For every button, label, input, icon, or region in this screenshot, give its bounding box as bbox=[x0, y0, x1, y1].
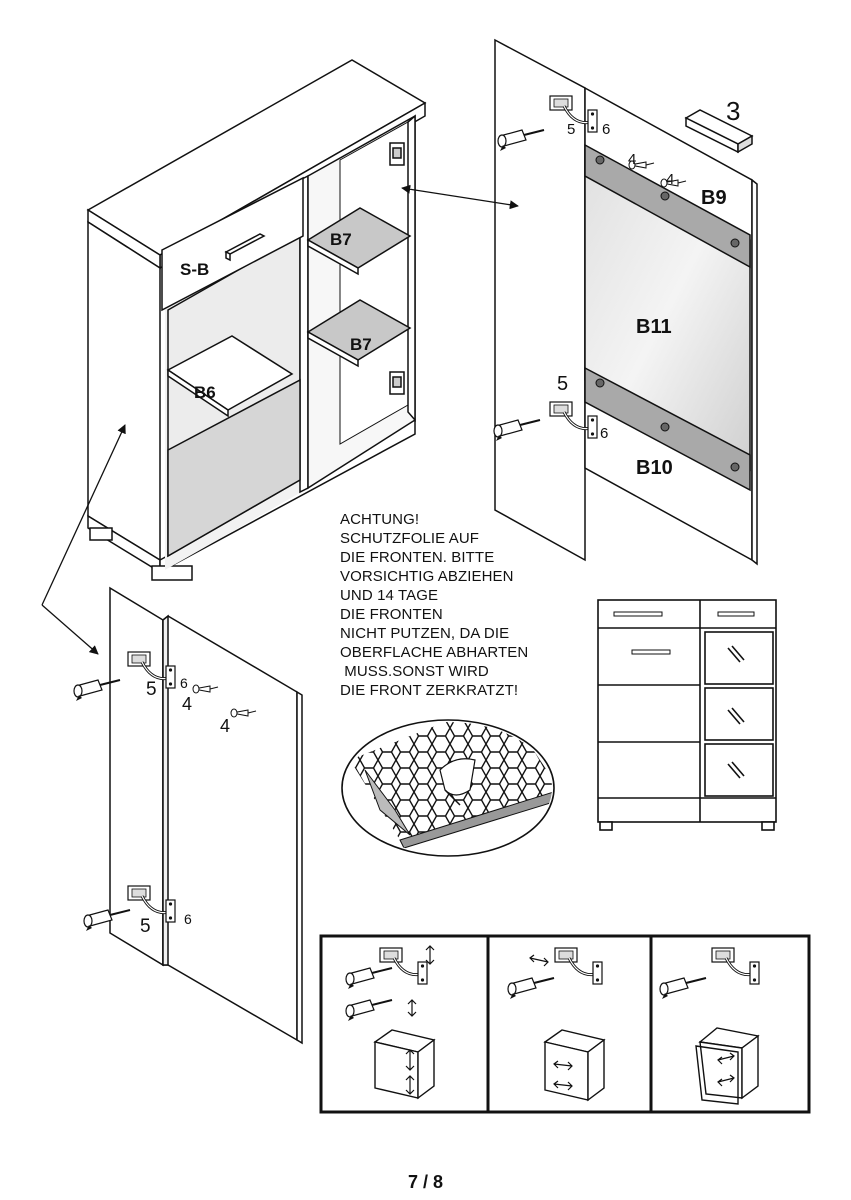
page-number: 7 / 8 bbox=[407, 1172, 444, 1192]
label-door-screw-a: 4 bbox=[182, 694, 192, 714]
glass-door-assembly bbox=[494, 38, 758, 566]
label-glass: B11 bbox=[636, 316, 672, 338]
warning-line: SCHUTZFOLIE AUF bbox=[340, 530, 480, 547]
label-hinge-lower: 6 bbox=[600, 425, 608, 442]
arrow-left-door-down bbox=[41, 604, 99, 655]
adjust-depth bbox=[659, 946, 761, 1105]
label-screw-b: 4 bbox=[666, 171, 674, 188]
warning-line: DIE FRONT ZERKRATZT! bbox=[340, 682, 519, 699]
label-door-hinge-screw-lower: 5 bbox=[140, 916, 151, 937]
protective-film-illustration bbox=[341, 719, 555, 857]
warning-text: ACHTUNG! SCHUTZFOLIE AUF DIE FRONTEN. BI… bbox=[340, 510, 600, 700]
label-door-screw-b: 4 bbox=[220, 716, 230, 736]
label-drawer: S-B bbox=[180, 260, 209, 279]
handle-part bbox=[684, 109, 754, 154]
label-door-hinge-screw: 5 bbox=[146, 679, 157, 700]
panel-top-strip bbox=[584, 143, 751, 269]
cabinet bbox=[86, 59, 427, 581]
label-panel-top: B9 bbox=[701, 187, 727, 209]
adjust-side bbox=[507, 946, 606, 1102]
left-door-assembly bbox=[109, 586, 303, 1045]
label-handle: 3 bbox=[726, 96, 740, 126]
warning-line: DIE FRONTEN. BITTE bbox=[340, 549, 495, 566]
label-hinge-screw: 5 bbox=[567, 121, 575, 138]
warning-line: MUSS.SONST WIRD bbox=[340, 663, 489, 680]
label-hinge-screw-lower: 5 bbox=[557, 373, 568, 395]
adjust-height bbox=[345, 945, 436, 1100]
warning-line: UND 14 TAGE bbox=[340, 587, 439, 604]
label-shelf-top: B7 bbox=[330, 230, 352, 249]
arrow-left-door-up bbox=[41, 424, 126, 606]
label-shelf-left: B6 bbox=[194, 383, 216, 402]
label-hinge: 6 bbox=[602, 121, 610, 138]
warning-line: OBERFLACHE ABHARTEN bbox=[340, 644, 529, 661]
warning-line: VORSICHTIG ABZIEHEN bbox=[340, 568, 514, 585]
front-elevation bbox=[597, 599, 777, 831]
warning-line: DIE FRONTEN bbox=[340, 606, 443, 623]
adjustment-panels bbox=[319, 934, 811, 1114]
label-screw-a: 4 bbox=[628, 151, 636, 168]
label-shelf-mid: B7 bbox=[350, 335, 372, 354]
label-panel-bottom: B10 bbox=[636, 457, 673, 479]
label-door-hinge: 6 bbox=[180, 675, 188, 691]
arrow-right-door bbox=[401, 184, 519, 210]
label-door-hinge-lower: 6 bbox=[184, 911, 192, 927]
warning-line: NICHT PUTZEN, DA DIE bbox=[340, 625, 510, 642]
warning-line: ACHTUNG! bbox=[340, 511, 420, 528]
drawer-front bbox=[161, 176, 304, 312]
